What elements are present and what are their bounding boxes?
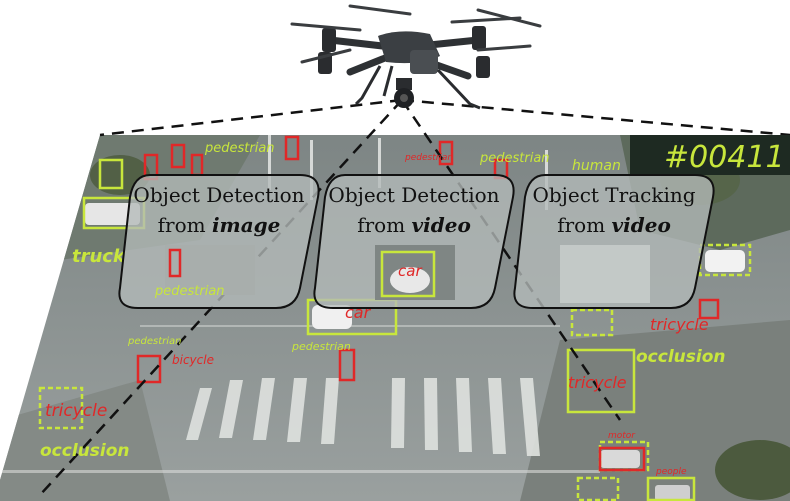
- label-occlusion-right: occlusion: [636, 347, 726, 367]
- frame-id-badge: #00411: [630, 135, 790, 175]
- panel-1-line1: Object Detection: [133, 183, 304, 207]
- panel-2-line1: Object Detection: [328, 183, 499, 207]
- label-tricycle-right: tricycle: [650, 315, 709, 334]
- panel-1-emphasis: image: [212, 213, 280, 237]
- drone-image: [290, 4, 542, 110]
- panel-2-emphasis: video: [412, 213, 471, 237]
- label-truck: truck: [72, 246, 126, 267]
- crosswalk: [186, 378, 540, 456]
- frame-id-text: #00411: [664, 140, 785, 175]
- label-tricycle-bottom-right: tricycle: [568, 373, 627, 392]
- detection-boxes-red: [136, 135, 720, 472]
- panel-3-emphasis: video: [612, 213, 671, 237]
- panel-detection-image: Object Detection from image pedestrian: [118, 174, 320, 309]
- label-motor: motor: [608, 431, 636, 441]
- panel-1-line2: from image: [158, 213, 281, 237]
- label-people: people: [655, 467, 687, 477]
- label-pedestrian-top-right: pedestrian: [479, 151, 550, 166]
- label-human: human: [572, 158, 621, 174]
- panel-tracking-video: Object Tracking from video: [513, 174, 715, 309]
- label-pedestrian-mid-left: pedestrian: [127, 336, 182, 347]
- label-occlusion-left: occlusion: [40, 441, 130, 461]
- panel-3-line2: from video: [557, 213, 671, 237]
- label-pedestrian-top-mid: pedestrian: [404, 153, 453, 163]
- label-bicycle: bicycle: [172, 353, 214, 367]
- label-pedestrian-top-left: pedestrian: [204, 141, 275, 156]
- panel-detection-video: Object Detection from video car: [313, 174, 515, 309]
- panel-3-line1: Object Tracking: [532, 183, 695, 207]
- panel-1-label: pedestrian: [154, 284, 225, 299]
- label-pedestrian-center: pedestrian: [291, 340, 351, 353]
- label-tricycle-left: tricycle: [45, 401, 107, 421]
- panel-2-label: car: [398, 262, 422, 280]
- scene-labels: pedestrian pedestrian pedestrian human t…: [40, 141, 726, 477]
- panel-2-line2: from video: [357, 213, 471, 237]
